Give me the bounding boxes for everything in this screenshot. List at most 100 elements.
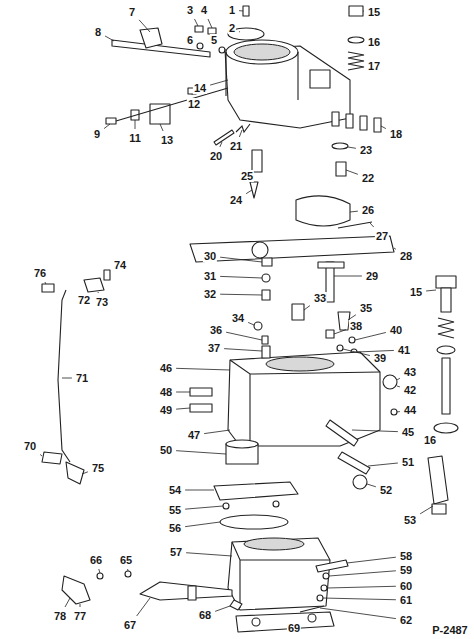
callout-number: 22 <box>361 172 375 184</box>
leader-line <box>367 484 376 487</box>
callout-number: 73 <box>95 296 109 308</box>
callout-number: 56 <box>168 522 182 534</box>
callout-number: 17 <box>367 60 381 72</box>
callout-number: 41 <box>397 344 411 356</box>
callout-number: 65 <box>119 554 133 566</box>
leader-line <box>334 330 346 334</box>
leader-line <box>397 411 400 412</box>
leader-line <box>381 126 386 129</box>
callout-number: 20 <box>209 150 223 162</box>
leader-line <box>343 349 370 356</box>
leader-line <box>246 190 252 194</box>
leader-line <box>350 211 358 213</box>
callout-number: 46 <box>159 362 173 374</box>
callout-number: 24 <box>229 194 243 206</box>
leader-line <box>320 608 396 619</box>
callout-number: 66 <box>89 554 103 566</box>
callout-number: 42 <box>403 384 417 396</box>
leader-line <box>323 598 396 600</box>
callout-number: 18 <box>389 128 403 140</box>
leader-line <box>82 472 88 474</box>
callout-number: 13 <box>160 134 174 146</box>
drawing-number: P-2487 <box>431 624 468 636</box>
leader-line <box>327 586 396 588</box>
callout-number: 45 <box>401 426 415 438</box>
callout-number: 54 <box>168 484 182 496</box>
leader-line <box>334 276 362 277</box>
leader-line <box>98 292 99 293</box>
callout-number: 6 <box>186 34 194 46</box>
callout-number: 12 <box>187 98 201 110</box>
leader-line <box>160 124 163 131</box>
callout-number: 44 <box>403 404 417 416</box>
callout-number: 2 <box>228 22 236 34</box>
callout-number: 9 <box>93 128 101 140</box>
callout-number: 50 <box>159 444 173 456</box>
leader-line <box>239 10 243 11</box>
leader-line <box>248 322 254 325</box>
pump-assembly <box>434 276 458 433</box>
callout-number: 70 <box>23 440 37 452</box>
leader-line <box>355 332 386 340</box>
callout-number: 55 <box>168 504 182 516</box>
leader-line <box>352 430 398 432</box>
leader-line <box>239 31 241 32</box>
leader-line <box>185 490 214 491</box>
callout-number: 78 <box>53 610 67 622</box>
callout-number: 30 <box>203 250 217 262</box>
callout-number: 67 <box>123 619 137 631</box>
callout-number: 29 <box>365 270 379 282</box>
leader-line <box>239 130 242 137</box>
callout-number: 8 <box>94 26 102 38</box>
callout-number: 58 <box>399 550 413 562</box>
leader-line <box>224 349 262 351</box>
callout-number: 76 <box>33 267 47 279</box>
leader-line <box>394 248 396 249</box>
callout-number: 71 <box>75 372 89 384</box>
callout-number: 16 <box>423 434 437 446</box>
callout-number: 59 <box>399 564 413 576</box>
callout-number: 16 <box>367 36 381 48</box>
callout-number: 37 <box>207 342 221 354</box>
callout-number: 51 <box>401 456 415 468</box>
leader-line <box>397 386 400 388</box>
callout-number: 75 <box>91 462 105 474</box>
leader-line <box>226 332 262 340</box>
leader-line <box>176 408 190 409</box>
leader-line <box>185 522 220 527</box>
air-horn-parts <box>106 6 394 302</box>
leader-line <box>45 282 46 284</box>
leader-line <box>220 257 262 262</box>
leader-line <box>370 223 374 227</box>
leader-line <box>220 276 262 278</box>
leader-line <box>139 20 150 32</box>
leader-line <box>304 306 310 310</box>
callout-number: 25 <box>240 170 254 182</box>
leader-line <box>62 378 72 379</box>
leader-line <box>208 19 212 28</box>
leader-line <box>220 142 222 147</box>
callout-number: 47 <box>187 429 201 441</box>
leader-line <box>215 606 230 611</box>
callout-number: 40 <box>389 324 403 336</box>
leader-line <box>210 80 228 85</box>
callout-number: 5 <box>210 34 218 46</box>
callout-number: 26 <box>361 204 375 216</box>
callout-number: 57 <box>169 546 183 558</box>
callout-number: 15 <box>409 286 423 298</box>
callout-number: 60 <box>399 580 413 592</box>
callout-number: 7 <box>128 6 136 18</box>
callout-number: 4 <box>200 4 208 16</box>
leader-line <box>397 378 400 380</box>
callout-number: 23 <box>359 144 373 156</box>
callout-number: 62 <box>399 614 413 626</box>
callout-number: 1 <box>228 4 236 16</box>
leader-line <box>329 571 396 576</box>
leader-line <box>192 94 193 95</box>
leader-line <box>195 19 199 26</box>
leader-line <box>186 553 232 556</box>
callout-number: 32 <box>203 288 217 300</box>
callout-number: 43 <box>403 366 417 378</box>
callout-number: 36 <box>209 324 223 336</box>
leader-line <box>176 451 226 454</box>
